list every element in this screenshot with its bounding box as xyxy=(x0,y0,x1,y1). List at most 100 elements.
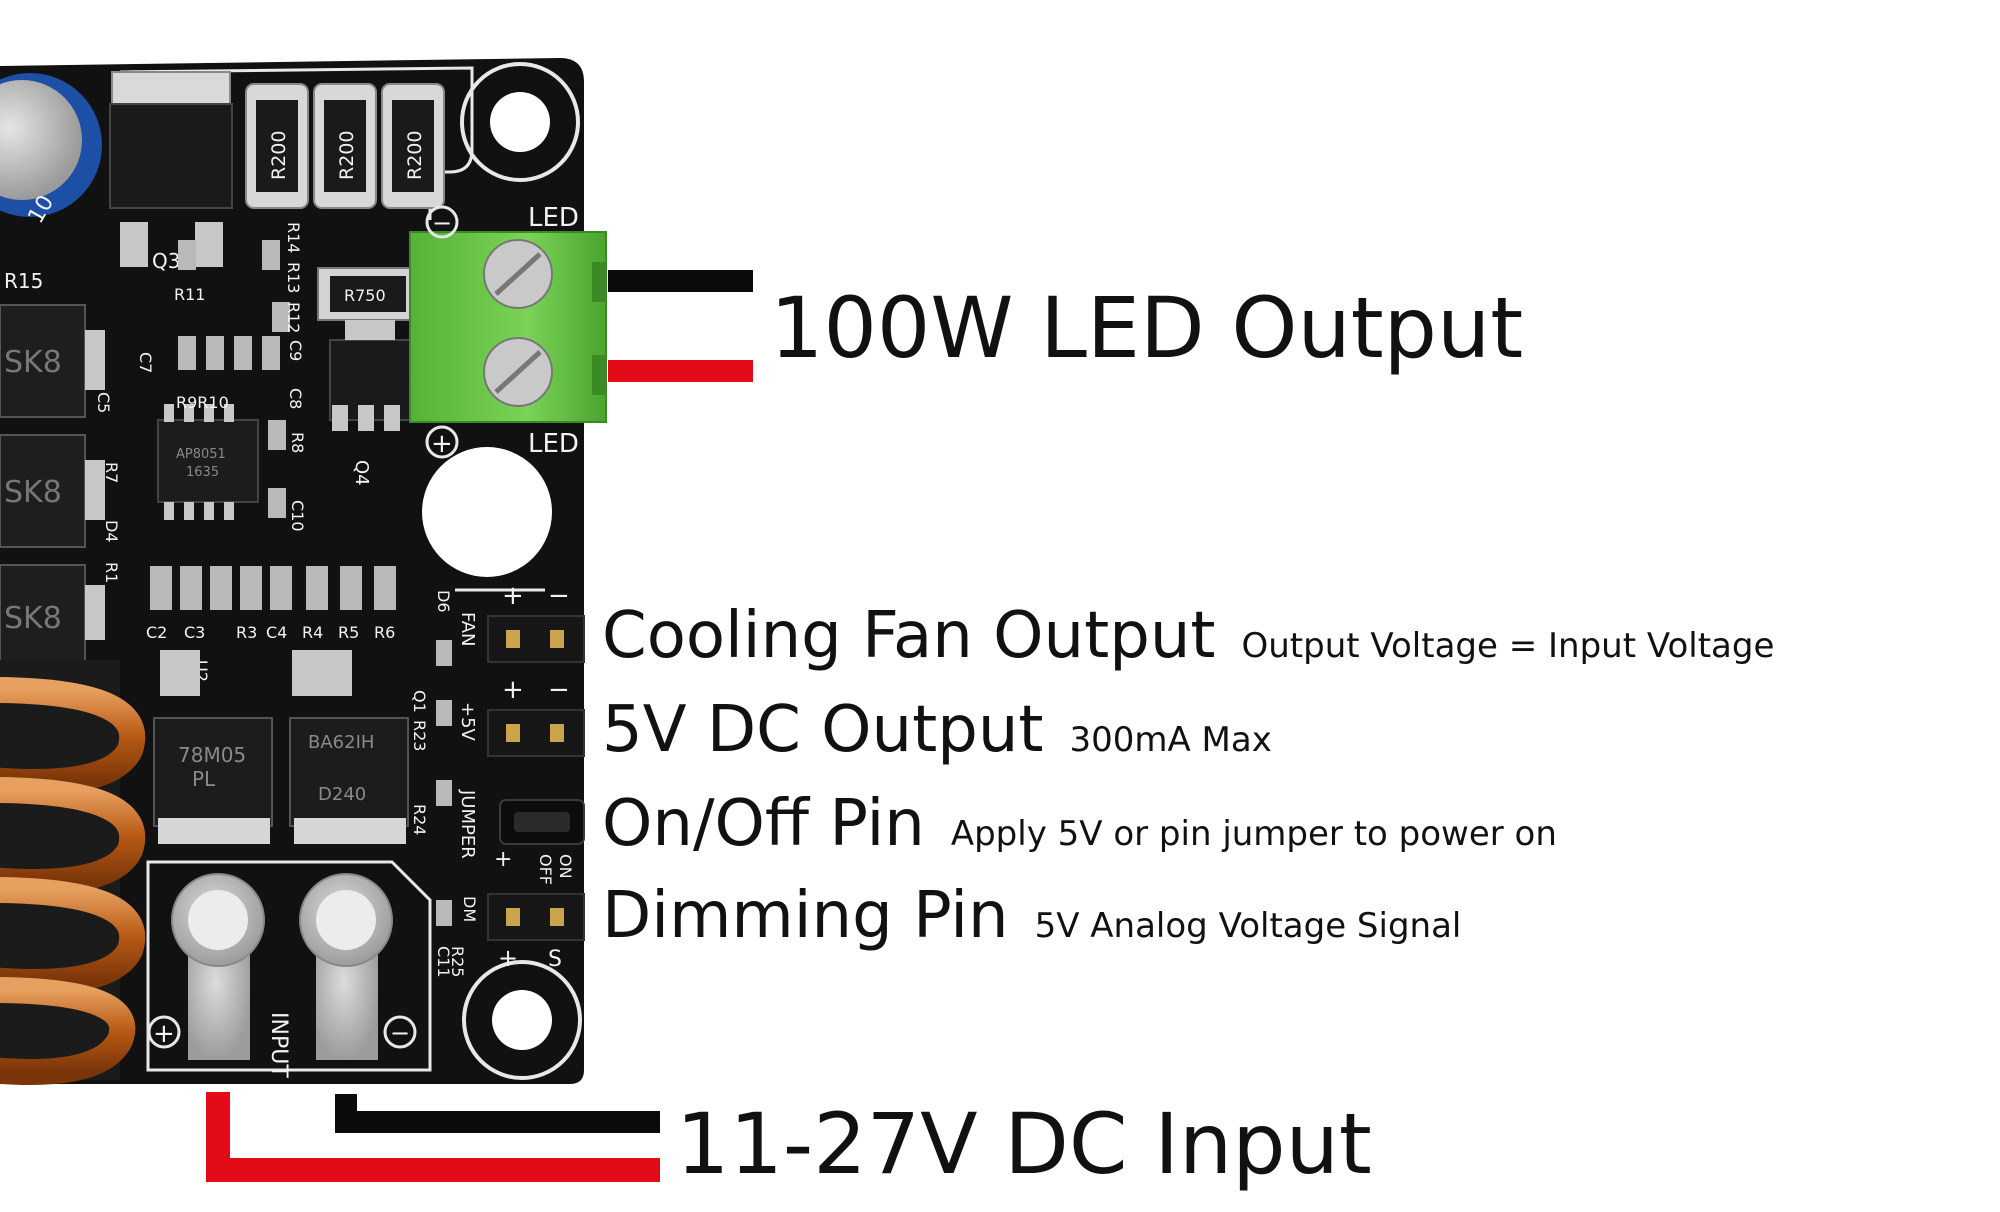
dc-input-wires xyxy=(206,1092,660,1182)
svg-text:SK8: SK8 xyxy=(4,345,62,380)
svg-text:C8: C8 xyxy=(286,388,305,409)
svg-text:78M05: 78M05 xyxy=(178,743,246,767)
svg-text:R24: R24 xyxy=(410,804,429,835)
dc-5v-output-title: 5V DC Output xyxy=(602,693,1044,767)
mounting-hole-top xyxy=(460,62,580,182)
minus-circle-icon: − xyxy=(425,205,459,239)
svg-text:−: − xyxy=(548,675,570,705)
svg-text:R14: R14 xyxy=(284,222,303,253)
svg-text:R200: R200 xyxy=(336,131,358,180)
fan-output-title: Cooling Fan Output xyxy=(602,599,1216,673)
svg-text:BA62IH: BA62IH xyxy=(308,732,374,753)
fan-output-note: Output Voltage = Input Voltage xyxy=(1241,626,1775,666)
smd-row-lower xyxy=(150,566,452,926)
on-off-pin-title: On/Off Pin xyxy=(602,787,925,861)
svg-text:R23: R23 xyxy=(410,720,429,751)
component-designators: R11 R9R10 C2 C3 R3 C4 R4 R5 R6 R14 R13 R… xyxy=(94,222,467,978)
svg-text:C10: C10 xyxy=(288,500,307,532)
diode-sk8-1: SK8 xyxy=(0,304,105,418)
svg-text:R12: R12 xyxy=(284,302,303,333)
input-pad-negative xyxy=(299,873,393,1060)
svg-text:Q4: Q4 xyxy=(351,460,372,486)
led-silk-top: LED xyxy=(528,203,579,233)
svg-text:+: + xyxy=(502,581,524,611)
svg-text:SK8: SK8 xyxy=(4,601,62,636)
dimming-pin-note: 5V Analog Voltage Signal xyxy=(1034,906,1462,946)
svg-text:R200: R200 xyxy=(404,131,426,180)
svg-text:R1: R1 xyxy=(102,562,121,583)
led-output-title: 100W LED Output xyxy=(770,279,1524,377)
fan-pin-header: + − FAN xyxy=(457,581,585,663)
dimming-pin-title: Dimming Pin xyxy=(602,879,1009,953)
led-output-label: 100W LED Output xyxy=(770,286,1523,370)
svg-text:FAN: FAN xyxy=(457,612,478,646)
regulator-ba62ih: BA62IH D240 xyxy=(289,650,409,844)
svg-text:C2: C2 xyxy=(146,623,167,642)
svg-text:R7: R7 xyxy=(102,462,121,483)
svg-text:+: + xyxy=(502,675,524,705)
input-silk-label: INPUT xyxy=(266,1012,291,1078)
svg-text:R9R10: R9R10 xyxy=(176,393,229,412)
led-output-terminal-block xyxy=(409,231,607,423)
svg-text:R6: R6 xyxy=(374,623,395,642)
svg-text:R25: R25 xyxy=(448,946,467,977)
dc-input-label: 11-27V DC Input xyxy=(676,1102,1372,1186)
svg-text:C9: C9 xyxy=(286,340,305,361)
terminal-screw-1 xyxy=(483,239,553,309)
svg-text:D240: D240 xyxy=(318,784,366,805)
svg-text:R11: R11 xyxy=(174,285,205,304)
svg-text:+: + xyxy=(431,429,453,459)
svg-text:−: − xyxy=(432,209,452,237)
svg-text:R750: R750 xyxy=(344,286,386,305)
svg-text:JUMPER: JUMPER xyxy=(457,789,478,859)
resistor-r750: R750 xyxy=(317,267,419,321)
svg-text:ON: ON xyxy=(556,854,575,879)
dimming-pin-header: + S DM xyxy=(460,893,585,972)
on-off-jumper: + JUMPER ON OFF xyxy=(457,789,585,885)
mosfet-q3: Q3 xyxy=(109,71,233,273)
led-silk-bottom: LED xyxy=(528,429,579,459)
plus-circle-icon: + xyxy=(425,425,459,459)
diode-sk8-2: SK8 xyxy=(0,434,105,548)
dc-input-title: 11-27V DC Input xyxy=(676,1095,1372,1193)
svg-text:−: − xyxy=(548,581,570,611)
svg-text:SK8: SK8 xyxy=(4,475,62,510)
copper-inductor xyxy=(0,660,146,1085)
terminal-screw-2 xyxy=(483,337,553,407)
svg-text:S: S xyxy=(548,947,562,972)
svg-text:+: + xyxy=(494,847,512,872)
svg-text:1635: 1635 xyxy=(186,465,219,480)
svg-text:C7: C7 xyxy=(136,352,155,373)
controller-chip: AP8051 1635 xyxy=(157,404,259,520)
resistor-r200-3: R200 xyxy=(381,83,445,209)
resistor-r200-2: R200 xyxy=(313,83,377,209)
svg-text:PL: PL xyxy=(192,767,216,791)
diode-sk8-3: SK8 xyxy=(0,564,105,666)
svg-text:+: + xyxy=(153,1019,175,1049)
input-pad-positive xyxy=(171,873,265,1060)
v5-pin-header: + − +5V xyxy=(457,675,585,757)
svg-text:R8: R8 xyxy=(288,432,307,453)
mounting-hole-bottom xyxy=(462,960,582,1080)
input-minus-circle-icon: − xyxy=(383,1015,417,1049)
svg-text:R13: R13 xyxy=(284,262,303,293)
electrolytic-capacitor: 10 xyxy=(0,73,102,228)
mounting-hole-middle xyxy=(422,447,552,577)
regulator-78m05: 78M05 PL xyxy=(153,650,273,844)
svg-text:+: + xyxy=(498,944,518,972)
q3-label: Q3 xyxy=(152,249,180,273)
smd-row-upper xyxy=(178,240,290,518)
svg-text:DM: DM xyxy=(460,896,479,922)
svg-text:D6: D6 xyxy=(434,590,453,613)
svg-text:C3: C3 xyxy=(184,623,205,642)
resistor-r200-1: R200 xyxy=(245,83,309,209)
on-off-pin-note: Apply 5V or pin jumper to power on xyxy=(950,814,1557,854)
svg-text:R200: R200 xyxy=(268,131,290,180)
transistor-q4: Q4 xyxy=(329,320,411,486)
input-area: + − INPUT xyxy=(146,860,432,1078)
svg-text:−: − xyxy=(390,1019,410,1047)
